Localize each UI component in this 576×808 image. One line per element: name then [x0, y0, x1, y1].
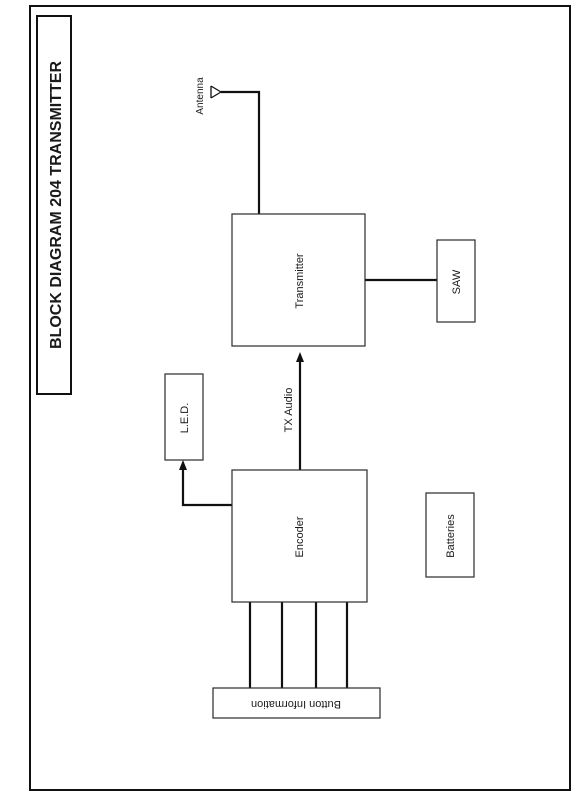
- saw-label: SAW: [451, 269, 463, 294]
- led-label: L.E.D.: [179, 403, 191, 434]
- antenna-icon: [210, 85, 222, 99]
- transmitter-label: Transmitter: [294, 253, 306, 309]
- encoder-label: Encoder: [294, 516, 306, 557]
- saw-block: [436, 239, 476, 323]
- batteries-block: [425, 492, 475, 578]
- encoder-led-wire: [181, 466, 232, 507]
- encoder-block: [231, 469, 368, 603]
- led-block: [164, 373, 204, 461]
- button-information-block: [212, 687, 381, 719]
- antenna-label: Antenna: [195, 77, 206, 115]
- antenna-wire: [221, 90, 261, 214]
- page-frame: [29, 5, 571, 791]
- button-information-label: Button Information: [251, 698, 341, 710]
- transmitter-block: [231, 213, 366, 347]
- diagram-title: BLOCK DIAGRAM 204 TRANSMITTER: [48, 61, 65, 349]
- batteries-label: Batteries: [445, 514, 457, 558]
- title-box: [36, 15, 72, 395]
- led-arrowhead: [179, 460, 187, 470]
- tx-audio-label: TX Audio: [283, 388, 295, 433]
- tx-audio-arrowhead: [296, 352, 304, 362]
